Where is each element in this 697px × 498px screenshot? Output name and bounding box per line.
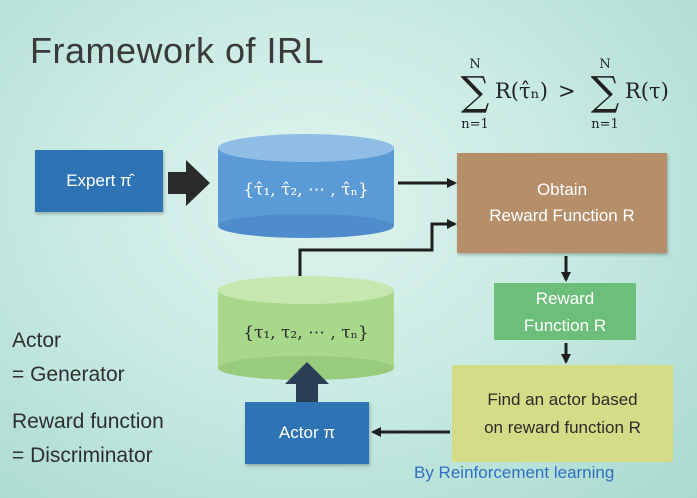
reward-discriminator-label: Reward function = Discriminator <box>12 405 164 473</box>
find-actor-box: Find an actor based on reward function R <box>452 365 673 462</box>
slide-title: Framework of IRL <box>30 30 325 71</box>
actor-label-line1: Actor <box>12 329 62 352</box>
sum-symbol-right: ∑ <box>591 69 620 115</box>
reward-function-box: Reward Function R <box>494 283 636 340</box>
sum-upper-right: N <box>599 57 610 72</box>
formula-rhs: R(τ) <box>625 79 669 103</box>
sum-lower-left: n=1 <box>461 117 489 132</box>
reward-label-line2: Function R <box>523 315 607 335</box>
obtain-label-line1: Obtain <box>536 180 588 199</box>
actor-policy-label: Actor π <box>278 423 336 442</box>
obtain-label-line2: Reward Function R <box>489 206 635 225</box>
inequality-formula: N ∑ n=1 R(τ̂ₙ) > N ∑ n=1 R(τ) <box>461 57 669 132</box>
reward-label-line1: Reward <box>535 288 595 308</box>
formula-lhs: R(τ̂ₙ) <box>495 79 548 103</box>
sum-symbol-left: ∑ <box>461 69 490 115</box>
formula-operator: > <box>558 79 576 103</box>
actor-to-trajectories-arrow <box>285 362 329 402</box>
reward-fn-label-line1: Reward function <box>12 410 164 433</box>
sum-upper-left: N <box>469 57 480 72</box>
find-label-line2: on reward function R <box>484 417 641 437</box>
sum-lower-right: n=1 <box>591 117 619 132</box>
obtain-reward-function-box: Obtain Reward Function R <box>457 153 667 253</box>
actor-trajectories-to-obtain-arrow <box>298 219 457 276</box>
expert-policy-label: Expert π̂ <box>66 171 132 190</box>
reward-fn-label-line2: = Discriminator <box>12 444 153 467</box>
actor-policy-box: Actor π <box>245 402 369 464</box>
actor-trajectories-cylinder: {τ₁, τ₂, ⋯ , τₙ} <box>218 276 394 380</box>
expert-to-trajectories-arrow <box>168 160 210 206</box>
expert-trajectories-cylinder: {τ̂₁, τ̂₂, ⋯ , τ̂ₙ} <box>218 134 394 238</box>
actor-generator-label: Actor = Generator <box>12 324 125 392</box>
actor-trajectories-label: {τ₁, τ₂, ⋯ , τₙ} <box>243 323 369 343</box>
expert-policy-box: Expert π̂ <box>35 150 163 212</box>
expert-trajectories-label: {τ̂₁, τ̂₂, ⋯ , τ̂ₙ} <box>243 180 369 200</box>
actor-label-line2: = Generator <box>12 363 125 386</box>
find-label-line1: Find an actor based <box>487 389 638 409</box>
reinforcement-learning-caption: By Reinforcement learning <box>414 463 615 482</box>
